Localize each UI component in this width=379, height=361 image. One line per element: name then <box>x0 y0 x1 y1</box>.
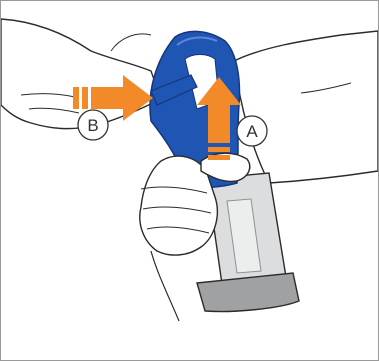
right-arm <box>234 31 378 183</box>
callout-b-label: B <box>87 116 98 135</box>
callout-a: A <box>237 116 267 146</box>
callout-b: B <box>78 110 108 140</box>
holding-wrist <box>151 251 179 321</box>
callout-a-label: A <box>246 122 258 141</box>
left-hand-knuckle <box>111 34 151 51</box>
left-hand <box>1 19 161 129</box>
magazine-baseplate <box>197 273 299 312</box>
